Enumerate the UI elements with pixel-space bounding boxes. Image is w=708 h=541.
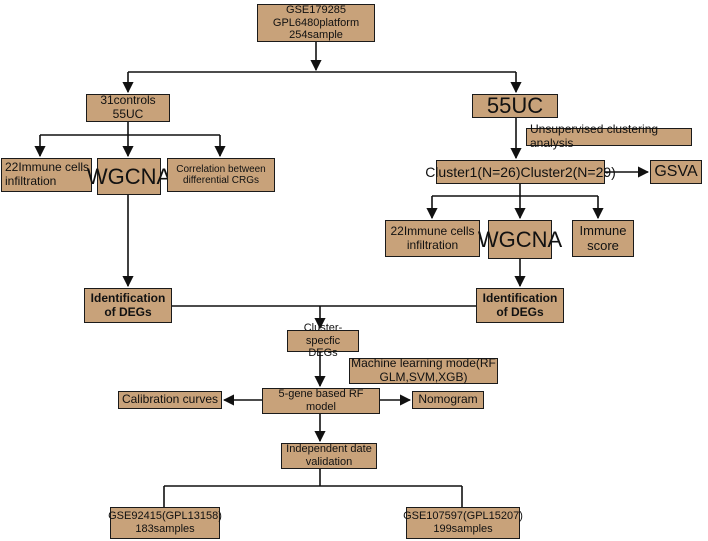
unsupervised-clustering-box: Unsupervised clustering analysis xyxy=(526,122,692,150)
clusters-box: Cluster1(N=26)Cluster2(N=29) xyxy=(425,160,616,184)
nomogram-box: Nomogram xyxy=(412,391,484,409)
left-wgcna-box: WGCNA xyxy=(87,158,171,195)
left-immune-infiltration-box: 22Immune cells infiltration xyxy=(1,158,92,192)
gsva-box: GSVA xyxy=(650,160,702,184)
independent-validation-box: Independent date validation xyxy=(281,443,377,469)
right-wgcna-box: WGCNA xyxy=(478,220,562,259)
rf-model-box: 5-gene based RF model xyxy=(262,388,380,414)
machine-learning-box: Machine learning mode(RF GLM,SVM,XGB) xyxy=(349,356,498,384)
correlation-crgs-box: Correlation between differential CRGs xyxy=(167,158,275,192)
right-group-box: 55UC xyxy=(472,93,558,118)
validation-dataset-1-box: GSE92415(GPL13158) 183samples xyxy=(108,507,222,539)
cluster-specific-degs-box: Cluster-specfic DEGs xyxy=(287,322,359,359)
left-group-box: 31controls 55UC xyxy=(86,93,170,122)
right-degs-box: Identification of DEGs xyxy=(476,288,564,323)
source-dataset-box: GSE179285 GPL6480platform 254sample xyxy=(257,4,375,42)
right-immune-infiltration-box: 22Immune cells infiltration xyxy=(385,220,480,257)
left-degs-box: Identification of DEGs xyxy=(84,288,172,323)
calibration-curves-box: Calibration curves xyxy=(118,391,222,409)
immune-score-box: Immune score xyxy=(572,220,634,257)
validation-dataset-2-box: GSE107597(GPL15207) 199samples xyxy=(403,507,523,539)
